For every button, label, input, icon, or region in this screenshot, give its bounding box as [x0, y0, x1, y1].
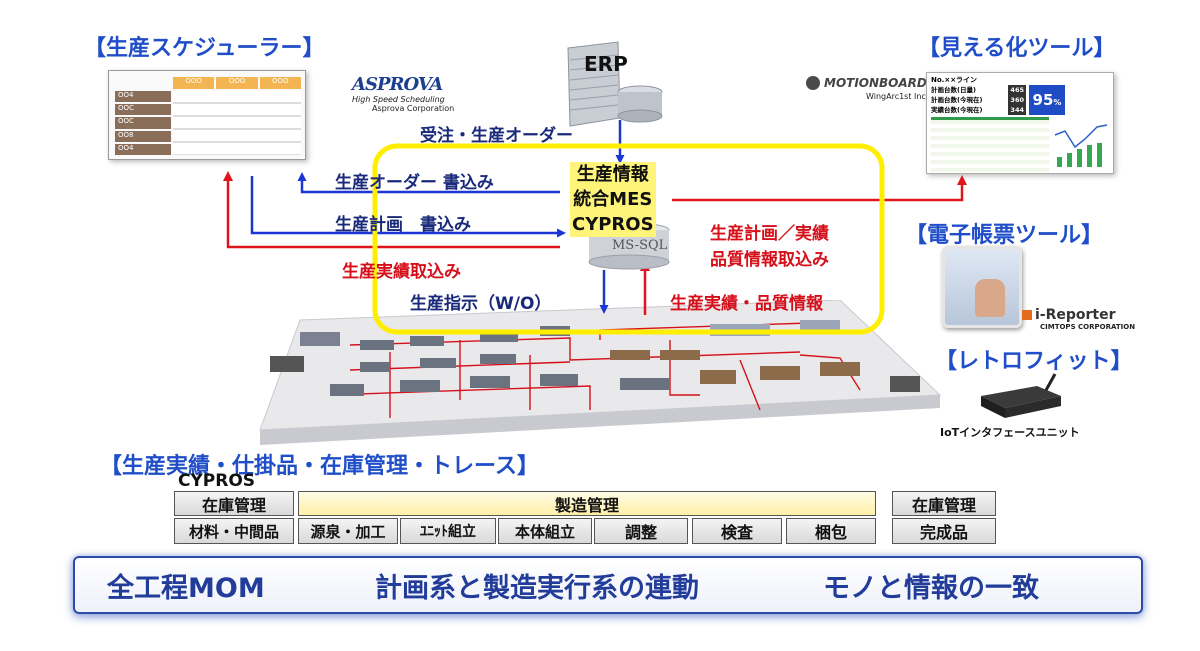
- arrow-to-visualization: [672, 175, 967, 202]
- erp-server-icon: [567, 41, 663, 127]
- label-order-write: 生産オーダー 書込み: [335, 173, 494, 193]
- asprova-logo-text: ASPROVA: [352, 74, 443, 95]
- motionboard-logo-text: MOTIONBOARD: [824, 76, 927, 90]
- table-cell: 調整: [594, 518, 688, 544]
- asprova-logo: ASPROVA High Speed Scheduling Asprova Co…: [352, 74, 454, 113]
- mes-highlight-frame: [372, 143, 885, 335]
- scheduler-row-label: OOC: [115, 117, 171, 129]
- asprova-tagline: High Speed Scheduling: [352, 95, 445, 104]
- scheduler-row-label: OOC: [115, 104, 171, 116]
- dashboard-screenshot: No.××ライン 計画台数(日量) 465 計画台数(今現在) 360 実績台数(今…: [926, 72, 1114, 174]
- mes-line3: CYPROS: [570, 212, 656, 237]
- label-plan-result-2: 品質情報取込み: [710, 250, 829, 270]
- label-plan-write: 生産計画 書込み: [335, 215, 471, 235]
- table-cell: ﾕﾆｯﾄ組立: [400, 518, 496, 544]
- dashboard-stat-value: 465: [1008, 85, 1026, 95]
- scheduler-row-label: OO4: [115, 143, 171, 156]
- dashboard-stat-label: 計画台数(今現在): [931, 96, 983, 104]
- erp-label: ERP: [584, 52, 628, 76]
- heading-scheduler: 【生産スケジューラー】: [84, 36, 325, 61]
- table-inventory-right: 在庫管理: [892, 491, 996, 516]
- arrow-order-write: [297, 172, 560, 194]
- iot-label: IoTインタフェースユニット: [940, 426, 1080, 439]
- dashboard-stat-value: 344: [1008, 105, 1026, 115]
- motionboard-company: WingArc1st Inc.: [866, 92, 929, 101]
- banner-item: 全工程MOM: [107, 573, 265, 604]
- motionboard-logo: MOTIONBOARD WingArc1st Inc.: [806, 76, 928, 101]
- mom-banner: 全工程MOM 計画系と製造実行系の連動 モノと情報の一致: [73, 556, 1143, 614]
- ireporter-logo-text: i-Reporter: [1035, 307, 1116, 323]
- heading-visualization: 【見える化ツール】: [918, 36, 1116, 61]
- heading-retrofit: 【レトロフィット】: [935, 349, 1133, 374]
- dashboard-title: No.××ライン: [931, 76, 978, 84]
- mes-title: 生産情報 統合MES CYPROS: [570, 162, 656, 237]
- dashboard-stat-label: 実績台数(今現在): [931, 106, 983, 114]
- scheduler-col-header: OOO: [216, 77, 258, 89]
- table-cell: 梱包: [786, 518, 876, 544]
- label-order: 受注・生産オーダー: [420, 126, 573, 146]
- table-manufacturing: 製造管理: [298, 491, 876, 516]
- heading-eform: 【電子帳票ツール】: [905, 223, 1104, 248]
- banner-item: モノと情報の一致: [823, 573, 1039, 604]
- dashboard-stat-label: 計画台数(日量): [931, 86, 976, 94]
- table-inventory-left: 在庫管理: [174, 491, 294, 516]
- heading-trace: 【生産実績・仕掛品・在庫管理・トレース】: [100, 454, 539, 479]
- label-result-quality: 生産実績・品質情報: [670, 294, 823, 314]
- mes-line2: 統合MES: [570, 187, 656, 212]
- label-result-read: 生産実績取込み: [342, 262, 461, 282]
- table-cell: 完成品: [892, 518, 996, 544]
- mes-line1: 生産情報: [570, 162, 656, 187]
- scheduler-row-label: OO4: [115, 91, 171, 103]
- dashboard-stat-value: 360: [1008, 95, 1026, 105]
- dashboard-rate: 95: [1032, 91, 1054, 109]
- label-instruction: 生産指示（W/O）: [410, 294, 552, 314]
- ireporter-company: CIMTOPS CORPORATION: [1040, 323, 1136, 331]
- arrow-plan-write: [250, 176, 566, 238]
- motionboard-mark-icon: [806, 76, 820, 90]
- tablet-illustration: [942, 246, 1022, 328]
- asprova-company: Asprova Corporation: [372, 104, 455, 113]
- table-cell: 材料・中間品: [174, 518, 294, 544]
- dashboard-chart-icon: [1054, 124, 1108, 167]
- table-cell: 源泉・加工: [298, 518, 398, 544]
- scheduler-col-header: OOO: [173, 77, 215, 89]
- scheduler-col-header: OOO: [259, 77, 301, 89]
- label-plan-result-1: 生産計画／実績: [710, 224, 829, 244]
- ireporter-logo: i-Reporter CIMTOPS CORPORATION: [1022, 307, 1135, 331]
- ireporter-mark-icon: [1022, 310, 1032, 320]
- iot-unit-icon: [981, 373, 1061, 418]
- table-cypros-label: CYPROS: [178, 471, 256, 491]
- arrow-result-read: [223, 171, 560, 249]
- mes-db-label: MS-SQL: [612, 238, 668, 253]
- dashboard-rate-unit: %: [1053, 98, 1062, 107]
- table-cell: 検査: [692, 518, 782, 544]
- scheduler-screenshot: OOO OOO OOO OO4 OOC OOC OO8 OO4: [108, 70, 306, 160]
- table-cell: 本体組立: [498, 518, 592, 544]
- scheduler-row-label: OO8: [115, 130, 171, 142]
- banner-item: 計画系と製造実行系の連動: [375, 573, 699, 604]
